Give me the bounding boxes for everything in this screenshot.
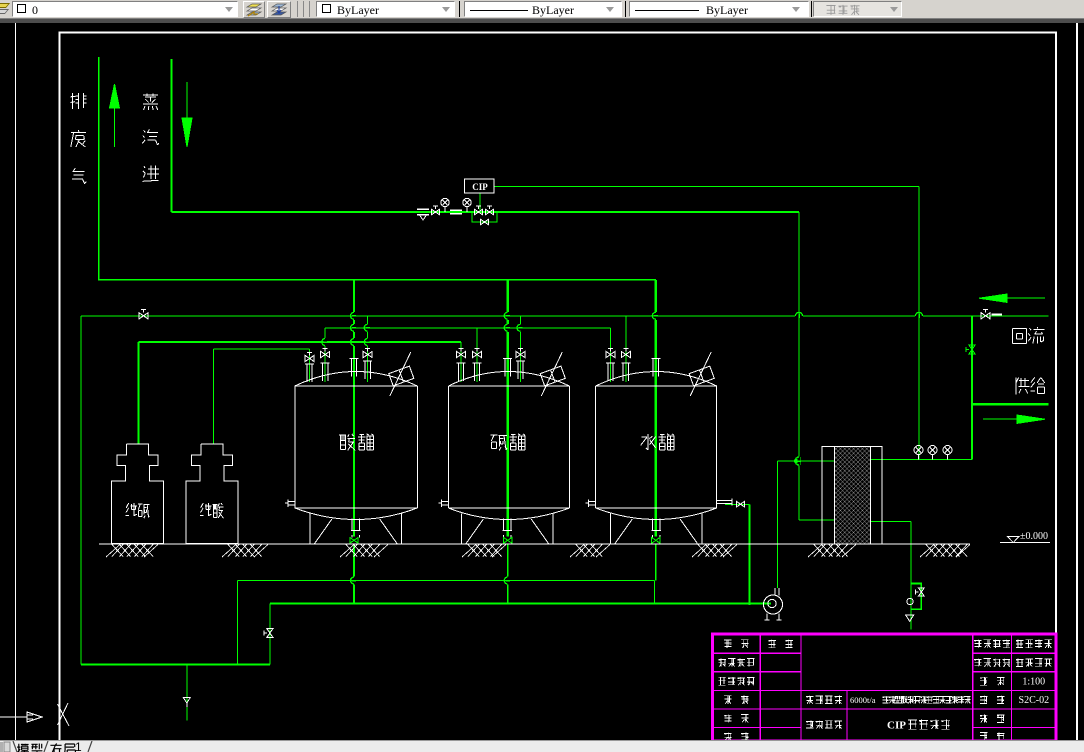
svg-text:1:100: 1:100	[1022, 677, 1045, 688]
svg-text:CIP: CIP	[887, 719, 906, 731]
svg-text:CIP: CIP	[472, 182, 488, 192]
svg-text:S2C-02: S2C-02	[1019, 695, 1050, 706]
svg-text:1: 1	[75, 741, 82, 752]
svg-text:±0.000: ±0.000	[1020, 531, 1048, 542]
svg-text:6000t/a: 6000t/a	[850, 695, 876, 705]
